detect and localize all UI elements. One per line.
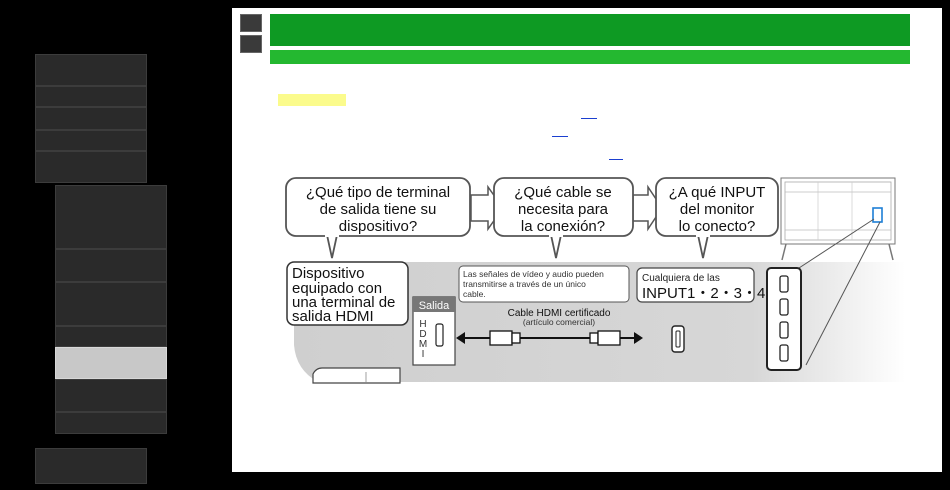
output-panel: Salida H D M I <box>412 296 456 366</box>
device-label-line-3: una terminal de <box>292 294 395 311</box>
cable-note-box: Las señales de vídeo y audio pueden tran… <box>458 265 630 303</box>
flow-arrow-2 <box>632 184 663 232</box>
hdmi-letter-m: M <box>419 339 427 350</box>
sidebar-item-5[interactable] <box>35 151 147 183</box>
q2-line-3: la conexión? <box>521 218 605 235</box>
monitor-back-illustration <box>780 177 896 261</box>
reference-link-1[interactable] <box>581 118 597 119</box>
section-title-bar <box>270 50 910 64</box>
sidebar-subitem-selected[interactable] <box>55 347 167 379</box>
output-tab-label: Salida <box>419 300 450 312</box>
hdmi-letter-h: H <box>419 319 426 330</box>
sidebar-nav <box>0 0 232 490</box>
q3-line-3: lo conecto? <box>679 218 756 235</box>
sidebar-subitem-1[interactable] <box>55 185 167 249</box>
cable-note-line-1: Las señales de vídeo y audio pueden <box>463 269 604 279</box>
q1-line-2: de salida tiene su <box>320 201 437 218</box>
nav-square-button-top[interactable] <box>240 14 262 32</box>
sidebar-subitem-7[interactable] <box>55 412 167 434</box>
reference-link-2[interactable] <box>552 136 568 137</box>
q3-line-2: del monitor <box>680 201 754 218</box>
sidebar-subitem-3[interactable] <box>55 282 167 326</box>
q3-line-1: ¿A qué INPUT <box>669 184 766 201</box>
nav-square-button-bottom[interactable] <box>240 35 262 53</box>
sidebar-subitem-6[interactable] <box>55 379 167 412</box>
zoom-line-bottom <box>805 221 881 366</box>
page-title-bar <box>270 14 910 46</box>
input-big-label: INPUT1・2・3・4 <box>642 285 765 302</box>
q2-line-1: ¿Qué cable se <box>514 184 612 201</box>
question-bubble-1: ¿Qué tipo de terminal de salida tiene su… <box>285 177 471 259</box>
sidebar-item-2[interactable] <box>35 86 147 107</box>
sidebar-item-3[interactable] <box>35 107 147 130</box>
hdmi-cable-icon <box>456 330 643 346</box>
monitor-input-panel <box>766 267 802 371</box>
sidebar-subitem-4[interactable] <box>55 326 167 347</box>
sidebar-item-4[interactable] <box>35 130 147 151</box>
device-label-box: Dispositivo equipado con una terminal de… <box>286 261 409 326</box>
input-small-label: Cualquiera de las <box>642 273 720 284</box>
highlight-marker <box>278 94 346 106</box>
question-bubble-2: ¿Qué cable se necesita para la conexión? <box>493 177 634 259</box>
q1-line-1: ¿Qué tipo de terminal <box>306 184 450 201</box>
cable-note-line-2: transmitirse a través de un único <box>463 279 586 289</box>
zoom-line-top <box>798 218 875 269</box>
input-label-box: Cualquiera de las INPUT1・2・3・4 <box>636 267 765 303</box>
reference-link-3[interactable] <box>609 159 623 160</box>
cable-note-line-3: cable. <box>463 289 486 299</box>
main-content <box>232 8 942 472</box>
sidebar-item-1[interactable] <box>35 54 147 86</box>
q1-line-3: dispositivo? <box>339 218 417 235</box>
hdmi-letter-d: D <box>419 329 426 340</box>
cable-name: Cable HDMI certificado <box>508 308 611 319</box>
sidebar-subitem-2[interactable] <box>55 249 167 282</box>
source-device-illustration <box>312 367 401 384</box>
hdmi-letter-i: I <box>422 349 425 360</box>
sidebar-item-bottom[interactable] <box>35 448 147 484</box>
device-label-line-2: equipado con <box>292 280 382 297</box>
device-label-line-1: Dispositivo <box>292 265 365 282</box>
cable-sub: (artículo comercial) <box>523 317 595 327</box>
question-bubble-3: ¿A qué INPUT del monitor lo conecto? <box>655 177 779 259</box>
q2-line-2: necesita para <box>518 201 609 218</box>
device-label-line-4: salida HDMI <box>292 308 374 325</box>
